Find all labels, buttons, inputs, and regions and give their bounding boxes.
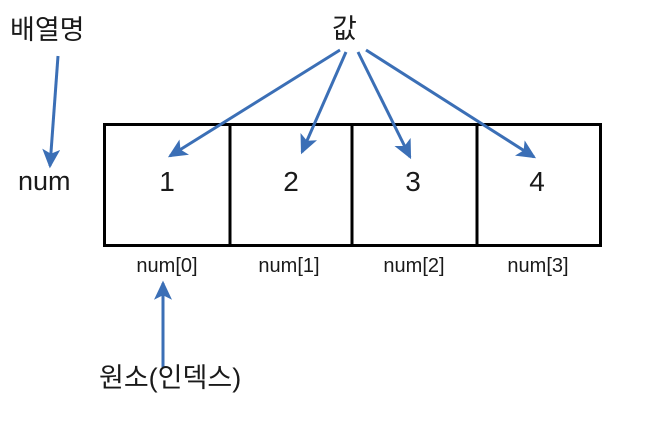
array-name-annotation: 배열명	[10, 15, 85, 45]
array-name-arrow	[42, 55, 61, 169]
array-index-label-1: num[1]	[258, 255, 320, 277]
array-index-label-2: num[2]	[383, 255, 445, 277]
value-arrow-0	[167, 48, 341, 158]
array-cell-value-3: 4	[529, 166, 545, 197]
array-cell-value-2: 3	[405, 166, 421, 197]
value-annotation: 값	[332, 14, 357, 44]
array-cell-value-0: 1	[159, 166, 175, 197]
array-cell-value-1: 2	[283, 166, 299, 197]
value-arrow-1	[300, 51, 348, 155]
array-name-label: num	[18, 166, 71, 196]
array-index-label-3: num[3]	[507, 255, 569, 277]
array-index-label-0: num[0]	[136, 255, 198, 277]
value-arrow-3	[365, 48, 537, 159]
value-arrow-2	[356, 51, 412, 160]
element-annotation: 원소(인덱스)	[99, 363, 242, 393]
